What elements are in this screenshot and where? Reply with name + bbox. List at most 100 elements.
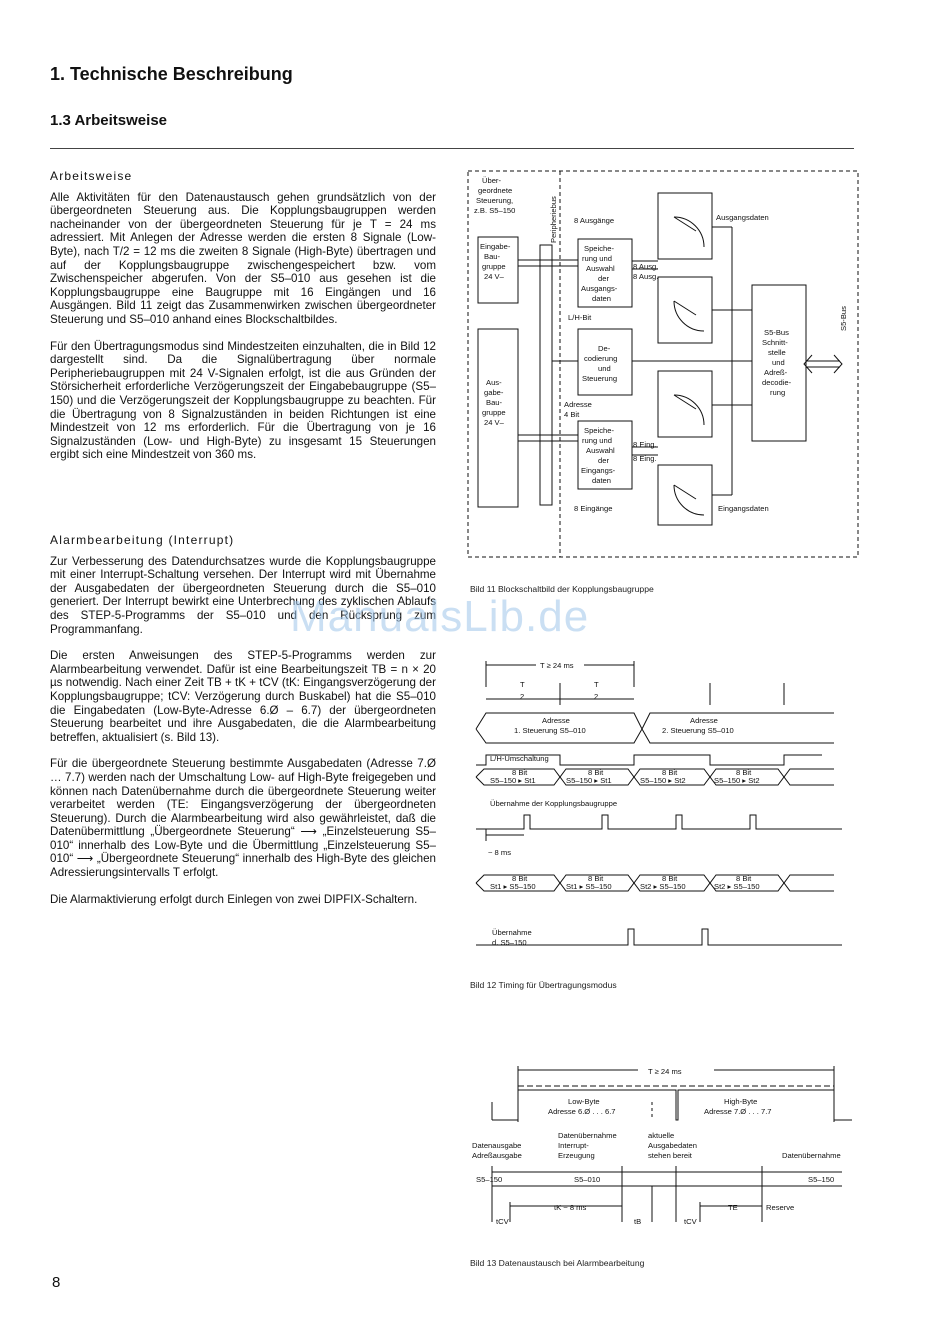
fig12-r1-a-2: S5–150 ▸ St1 (490, 776, 536, 785)
fig12-r1-c-2: S5–150 ▸ St2 (640, 776, 686, 785)
fig12-ms8: ~ 8 ms (488, 848, 511, 857)
left-column-2: Alarmbearbeitung (Interrupt) Zur Verbess… (50, 533, 436, 906)
fig12-period: T ≥ 24 ms (540, 661, 574, 670)
fig13-reserve: Reserve (766, 1203, 794, 1212)
paragraph-1: Alle Aktivitäten für den Datenaustausch … (50, 190, 436, 326)
fig11-adresse-1: Adresse (564, 400, 592, 409)
fig12-lh: L/H-Umschaltung (490, 754, 549, 763)
fig11-ausg1: 8 Ausg. (633, 262, 658, 271)
fig12-r1-d-1: 8 Bit (736, 768, 752, 777)
fig11-uebergeordnete-4: z.B. S5–150 (474, 206, 515, 215)
fig12-r2-b-2: St1 ▸ S5–150 (566, 882, 612, 891)
fig11-eingabe-2: Bau- (484, 252, 501, 261)
fig12-r2-c-2: St2 ▸ S5–150 (640, 882, 686, 891)
fig11-ausgangsdaten: Ausgangsdaten (716, 213, 769, 222)
fig13-l3-2: Ausgabedaten (648, 1141, 697, 1150)
fig11-ausgaenge8: 8 Ausgänge (574, 216, 614, 225)
fig12-uebernahme-k: Übernahme der Kopplungsbaugruppe (490, 799, 617, 808)
fig12-half-den-1: 2 (520, 692, 524, 701)
fig11-block-diagram: Über- geordnete Steuerung, z.B. S5–150 P… (467, 170, 859, 558)
fig11-speicher-in-3: Auswahl (586, 446, 615, 455)
fig11-eingaenge8: 8 Eingänge (574, 504, 612, 513)
fig11-speicher-out-1: Speiche- (584, 244, 614, 253)
page-number: 8 (52, 1274, 61, 1291)
fig12-r2-a-2: St1 ▸ S5–150 (490, 882, 536, 891)
fig13-l4: Datenübernahme (782, 1151, 841, 1160)
fig12-r2-b-1: 8 Bit (588, 874, 604, 883)
fig12-adr1-2: 1. Steuerung S5–010 (514, 726, 586, 735)
fig12-adr1-1: Adresse (542, 716, 570, 725)
fig11-decodierung-1: De- (598, 344, 611, 353)
fig13-te: TE (728, 1203, 738, 1212)
fig11-eingabe-3: gruppe (482, 262, 506, 271)
fig12-adr2-1: Adresse (690, 716, 718, 725)
fig13-tb: tB (634, 1217, 641, 1226)
fig11-uebergeordnete-1: Über- (482, 176, 501, 185)
fig13-l2-2: Interrupt- (558, 1141, 589, 1150)
fig11-s5bus-box-1: S5-Bus (764, 328, 789, 337)
section-title: 1.3 Arbeitsweise (50, 112, 168, 129)
fig11-speicher-out-4: der (598, 274, 609, 283)
fig13-l3-3: stehen bereit (648, 1151, 693, 1160)
fig13-tcv-2: tCV (684, 1217, 698, 1226)
fig12-half-num-1: T (520, 680, 525, 689)
fig12-r2-a-1: 8 Bit (512, 874, 528, 883)
fig11-ausgabe-2: gabe- (484, 388, 504, 397)
fig11-decodierung-3: und (598, 364, 611, 373)
fig11-eing2: 8 Eing. (633, 454, 657, 463)
fig12-r2-c-1: 8 Bit (662, 874, 678, 883)
chapter-title: 1. Technische Beschreibung (50, 64, 293, 84)
fig12-r1-b-2: S5–150 ▸ St1 (566, 776, 612, 785)
fig11-speicher-out-2: rung und (582, 254, 612, 263)
fig11-s5bus: S5-Bus (839, 306, 848, 331)
paragraph-6: Die Alarmaktivierung erfolgt durch Einle… (50, 892, 418, 906)
fig11-eingabe-4: 24 V– (484, 272, 505, 281)
fig13-low-2: Adresse 6.Ø . . . 6.7 (548, 1107, 616, 1116)
fig13-timing-diagram: T ≥ 24 ms Low-Byte Adresse 6.Ø . . . 6.7… (472, 1066, 852, 1226)
fig11-speicher-in-2: rung und (582, 436, 612, 445)
paragraph-5: Für die übergeordnete Steuerung bestimmt… (50, 757, 436, 880)
fig13-s1: S5–150 (476, 1175, 502, 1184)
fig11-s5bus-box-5: Adreß- (764, 368, 788, 377)
fig11-uebergeordnete-2: geordnete (478, 186, 512, 195)
fig12-r1-b-1: 8 Bit (588, 768, 604, 777)
fig13-caption: Bild 13 Datenaustausch bei Alarmbearbeit… (470, 1258, 645, 1268)
fig13-tcv-1: tCV (496, 1217, 510, 1226)
fig11-ausgabe-4: gruppe (482, 408, 506, 417)
fig11-speicher-in-1: Speiche- (584, 426, 614, 435)
fig11-s5bus-box-6: decodie- (762, 378, 792, 387)
paragraph-3: Zur Verbesserung des Datendurchsatzes wu… (50, 554, 436, 636)
fig11-ausgabe-1: Aus- (486, 378, 502, 387)
fig11-speicher-out-3: Auswahl (586, 264, 615, 273)
fig13-high-1: High-Byte (724, 1097, 757, 1106)
fig11-ausgabe-5: 24 V– (484, 418, 505, 427)
fig11-peripheriebus: Peripheriebus (549, 196, 558, 243)
fig12-r2-d-2: St2 ▸ S5–150 (714, 882, 760, 891)
paragraph-2: Für den Übertragungsmodus sind Mindestze… (50, 339, 436, 462)
paragraph-4: Die ersten Anweisungen des STEP-5-Progra… (50, 649, 436, 744)
fig11-eingabe-1: Eingabe- (480, 242, 511, 251)
fig13-s3: S5–150 (808, 1175, 834, 1184)
fig11-lh-bit: L/H-Bit (568, 313, 592, 322)
fig12-r1-d-2: S5–150 ▸ St2 (714, 776, 760, 785)
fig11-decodierung-4: Steuerung (582, 374, 617, 383)
fig13-l2-1: Datenübernahme (558, 1131, 617, 1140)
fig11-speicher-in-6: daten (592, 476, 611, 485)
fig11-uebergeordnete-3: Steuerung, (476, 196, 513, 205)
fig13-l2-3: Erzeugung (558, 1151, 595, 1160)
fig11-speicher-out-6: daten (592, 294, 611, 303)
fig12-r1-a-1: 8 Bit (512, 768, 528, 777)
fig13-l1-2: Adreßausgabe (472, 1151, 522, 1160)
left-column: Arbeitsweise Alle Aktivitäten für den Da… (50, 169, 436, 462)
fig12-uebernahme-s-2: d. S5–150 (492, 938, 527, 947)
fig13-l1-1: Datenausgabe (472, 1141, 521, 1150)
fig13-l3-1: aktuelle (648, 1131, 674, 1140)
fig11-decodierung-2: codierung (584, 354, 617, 363)
fig13-period: T ≥ 24 ms (648, 1067, 682, 1076)
fig13-high-2: Adresse 7.Ø . . . 7.7 (704, 1107, 772, 1116)
fig11-s5bus-box-3: stelle (768, 348, 786, 357)
header-rule (50, 148, 854, 149)
heading-alarm: Alarmbearbeitung (Interrupt) (50, 533, 235, 547)
fig12-timing-diagram: T ≥ 24 ms T 2 T 2 Adresse 1. Steuerung S… (475, 661, 842, 947)
fig11-ausg2: 8 Ausg. (633, 272, 658, 281)
